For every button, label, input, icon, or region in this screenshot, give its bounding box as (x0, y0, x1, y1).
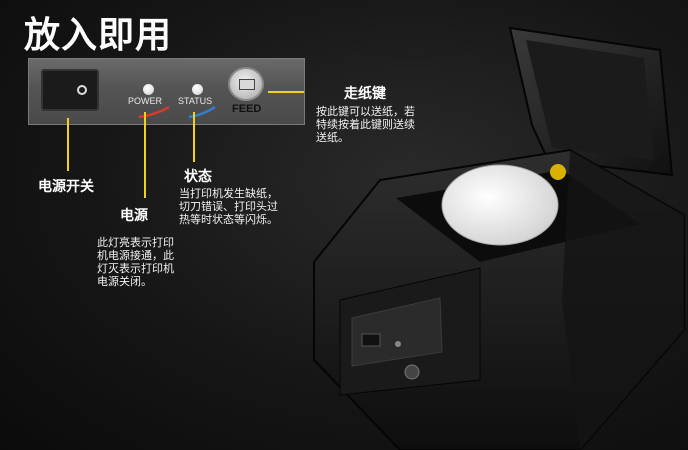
status-arc (188, 105, 216, 119)
control-panel: POWER STATUS FEED (28, 58, 305, 125)
power-title: 电源 (120, 208, 148, 224)
feed-title: 走纸键 (344, 86, 386, 102)
feed-desc: 按此键可以送纸，若 特续按着此键则送续 送纸。 (316, 105, 415, 144)
feed-label: FEED (232, 103, 262, 115)
status-desc: 当打印机发生缺纸， 切刀错误、打印头过 热等时状态等闪烁。 (179, 187, 278, 226)
power-switch[interactable] (41, 69, 99, 111)
status-callout-line (193, 112, 195, 162)
status-label: STATUS (178, 96, 213, 106)
feed-button[interactable] (228, 67, 264, 101)
power-callout-line (144, 112, 146, 198)
switch-title: 电源开关 (38, 179, 94, 195)
power-desc: 此灯亮表示打印 机电源接通，此 灯灭表示打印机 电源关闭。 (97, 236, 174, 288)
status-led (192, 84, 203, 95)
power-arc (138, 105, 170, 119)
feed-callout-line (268, 91, 304, 93)
page-title: 放入即用 (24, 15, 173, 56)
printer-illustration (313, 26, 685, 450)
switch-callout-line (67, 118, 69, 171)
printer-icon (239, 79, 255, 90)
power-label: POWER (128, 96, 163, 106)
status-title: 状态 (184, 169, 212, 185)
power-led (143, 84, 154, 95)
rocker-switch-icon (77, 85, 87, 95)
